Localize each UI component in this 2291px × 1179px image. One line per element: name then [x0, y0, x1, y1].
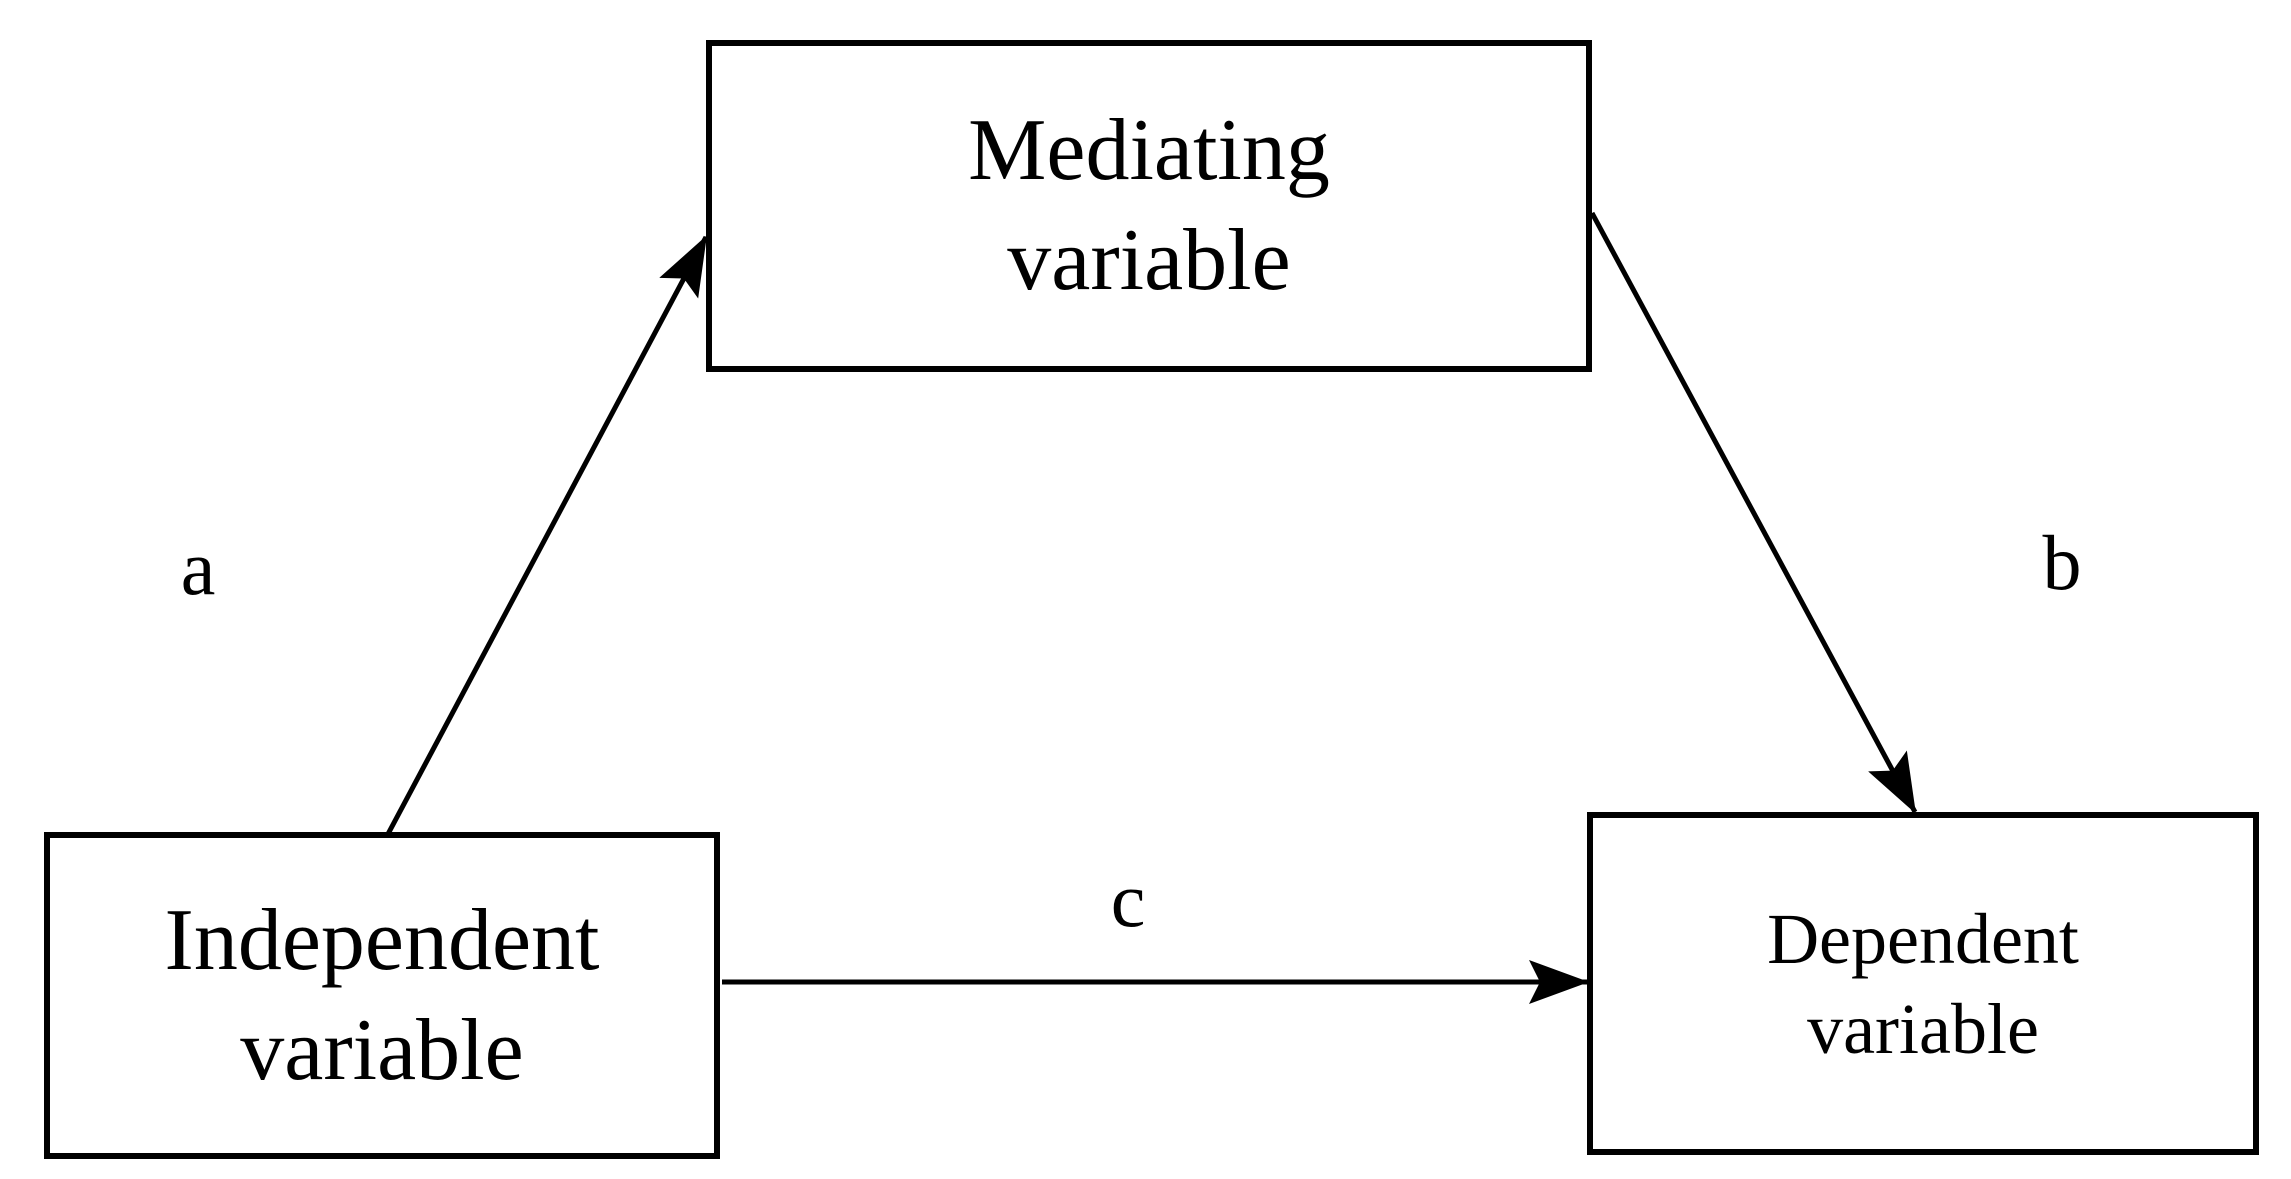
node-independent-variable: Independent variable [44, 832, 720, 1159]
node-mediating-label-line2: variable [1007, 212, 1291, 309]
node-mediating-label: Mediating variable [968, 96, 1330, 316]
node-independent-label-line1: Independent [164, 891, 600, 989]
edge-a-arrow [385, 235, 709, 836]
edge-b-label: b [2042, 519, 2082, 606]
node-dependent-variable: Dependent variable [1587, 812, 2259, 1155]
node-mediating-variable: Mediating variable [706, 40, 1592, 372]
node-independent-label: Independent variable [165, 886, 600, 1106]
node-dependent-label: Dependent variable [1767, 894, 2079, 1074]
edge-a-label: a [180, 524, 216, 611]
node-dependent-label-line1: Dependent [1767, 898, 2079, 979]
node-mediating-label-line1: Mediating [968, 102, 1330, 199]
node-independent-label-line2: variable [240, 1001, 524, 1099]
edge-b-arrow [1589, 211, 1918, 814]
edge-c-label: c [1110, 856, 1146, 943]
node-dependent-label-line2: variable [1807, 988, 2039, 1069]
